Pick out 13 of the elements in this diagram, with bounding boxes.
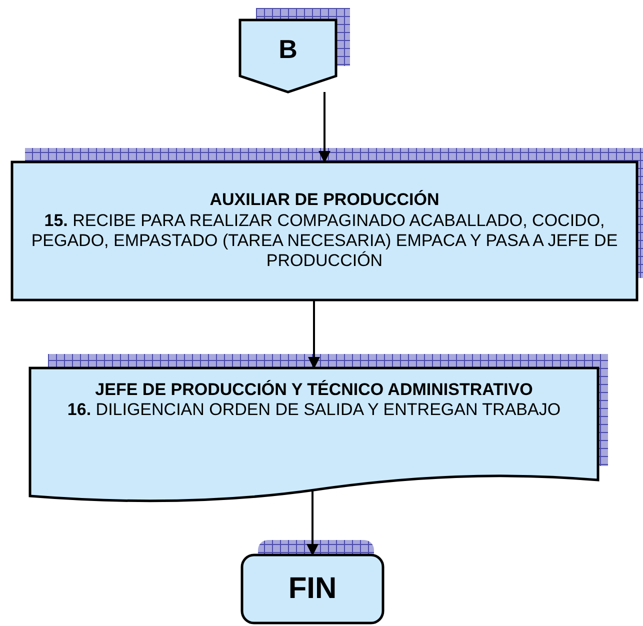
node-heading: B	[278, 34, 298, 66]
node-heading: AUXILIAR DE PRODUCCIÓN	[210, 190, 440, 211]
arrow	[306, 490, 318, 556]
document-shape	[30, 368, 598, 500]
node-heading: JEFE DE PRODUCCIÓN Y TÉCNICO ADMINISTRATIVO	[95, 380, 533, 400]
node-description: 16. DILIGENCIAN ORDEN DE SALIDA Y ENTREGAN TRABAJO	[67, 400, 561, 421]
arrow	[318, 92, 330, 163]
terminal-box	[242, 555, 383, 623]
node-heading: FIN	[288, 571, 337, 607]
arrow	[308, 300, 320, 369]
process-box	[12, 162, 637, 300]
node-description: 15. RECIBE PARA REALIZAR COMPAGINADO ACABALLADO, COCIDO, PEGADO, EMPASTADO (TAREA NECESARIA) EMPACA Y PASA A JEFE DE PRODUCCIÓN	[30, 210, 619, 272]
off-page-connector	[240, 20, 336, 92]
